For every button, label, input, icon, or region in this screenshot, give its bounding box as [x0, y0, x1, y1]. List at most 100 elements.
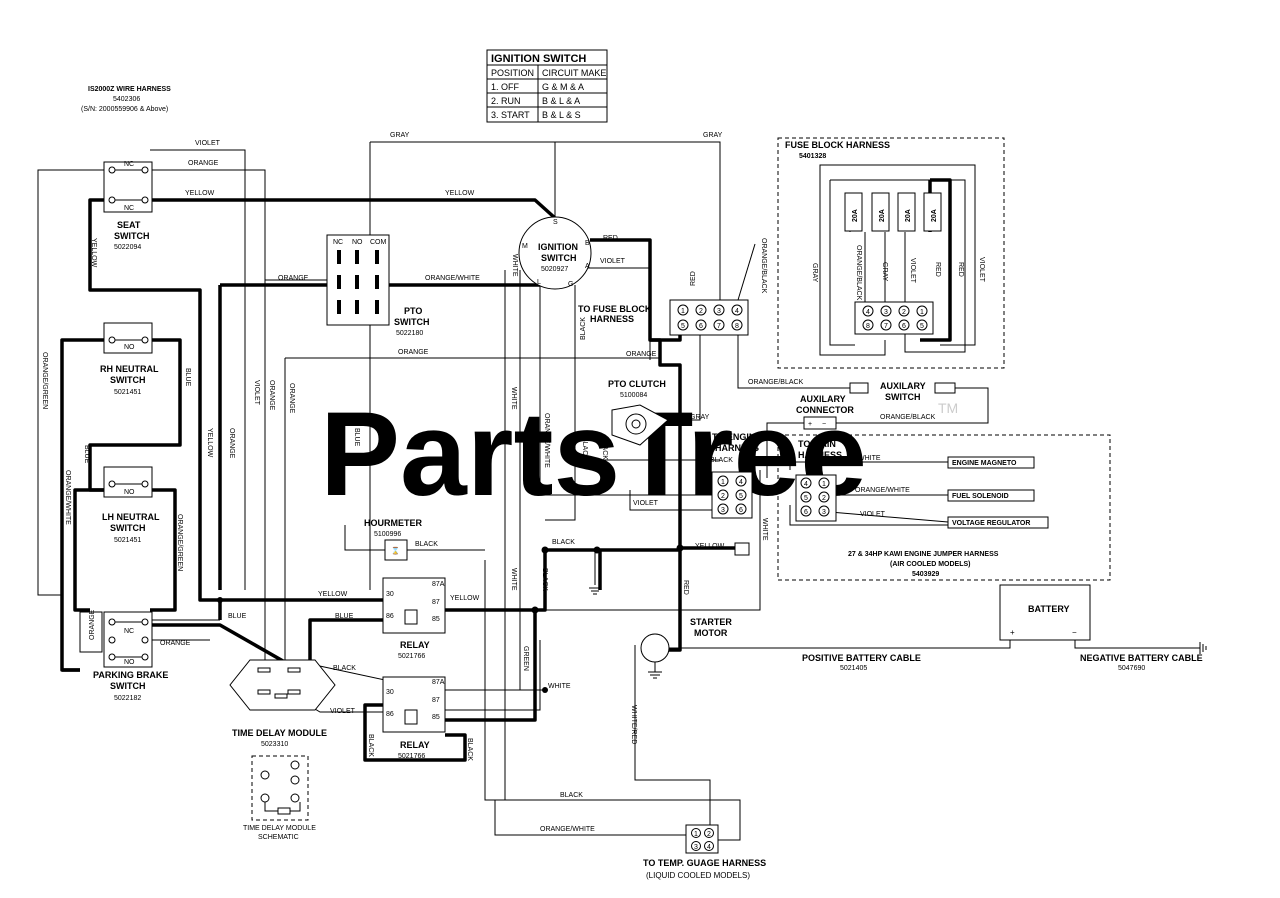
ignition-table: IGNITION SWITCH POSITION CIRCUIT MAKE 1.… — [486, 49, 608, 123]
wire-label: WHITE — [510, 387, 517, 410]
seat-switch: NC NC SEAT SWITCH 5022094 — [103, 161, 153, 251]
pin-5: 5 — [804, 495, 808, 502]
wire-label: YELLOW — [90, 238, 97, 268]
fuse-label: 20A — [931, 209, 938, 222]
pos-cable-part: 5021405 — [840, 665, 867, 672]
ignition-table-header-circuit: CIRCUIT MAKE — [542, 68, 606, 78]
wire-label: ORANGE — [288, 383, 295, 414]
wire-label: VIOLET — [600, 258, 626, 265]
pin-3: 3 — [694, 844, 698, 851]
relay-1: 30 87A 87 86 85 RELAY 5021766 — [382, 577, 446, 660]
wire-label: GRAY — [703, 132, 723, 139]
wire-label: ORANGE/WHITE — [855, 487, 910, 494]
ignition-switch: S B M A L G IGNITION SWITCH 5020927 — [518, 216, 592, 290]
time-delay-part: 5023310 — [261, 741, 288, 748]
pin-6: 6 — [699, 323, 703, 330]
pin-2: 2 — [707, 831, 711, 838]
aux-connector-name: AUXILARY — [800, 394, 846, 404]
no-label: NO — [124, 344, 135, 351]
term-m: M — [522, 243, 528, 250]
pin-4: 4 — [707, 844, 711, 851]
svg-text:⌛: ⌛ — [391, 546, 400, 555]
relay-pin: 87 — [432, 697, 440, 704]
relay-pin: 85 — [432, 714, 440, 721]
parking-brake-name: PARKING BRAKE — [93, 670, 168, 680]
fuse-label: 20A — [879, 209, 886, 222]
neg-cable-part: 5047690 — [1118, 665, 1145, 672]
wire-label: RED — [934, 262, 941, 277]
pto-switch-name2: SWITCH — [394, 317, 430, 327]
wire-label: VIOLET — [195, 140, 221, 147]
pin: 7 — [884, 323, 888, 330]
ignition-table-cell: 2. RUN — [491, 96, 521, 106]
wire-label: WHITE/RED — [630, 705, 637, 744]
wire-label: BLACK — [581, 437, 588, 460]
pin-6: 6 — [739, 507, 743, 514]
relay-pin: 30 — [386, 591, 394, 598]
temp-gauge-connector: 1 2 3 4 TO TEMP. GUAGE HARNESS (LIQUID C… — [643, 824, 766, 880]
nc-label: NC — [333, 239, 343, 246]
wire-label: BLACK — [541, 568, 548, 591]
wire-label: ORANGE — [188, 160, 219, 167]
voltage-regulator: VOLTAGE REGULATOR — [952, 520, 1030, 527]
relay-pin: 87 — [432, 599, 440, 606]
time-delay-schematic: TIME DELAY MODULE SCHEMATIC — [243, 755, 316, 841]
relay-pin: 87A — [432, 679, 445, 686]
wire-label: VIOLET — [330, 708, 356, 715]
pin-2: 2 — [822, 495, 826, 502]
hourmeter-name: HOURMETER — [364, 518, 422, 528]
ignition-table-cell: B & L & A — [542, 96, 580, 106]
wire-label: ORANGE/WHITE — [64, 470, 71, 525]
pin-2: 2 — [721, 493, 725, 500]
hourmeter-part: 5100996 — [374, 531, 401, 538]
lh-neutral-name: LH NEUTRAL — [102, 512, 160, 522]
pin-1: 1 — [721, 479, 725, 486]
wire-label: ORANGE — [228, 428, 235, 459]
jumper-title: 27 & 34HP KAWI ENGINE JUMPER HARNESS — [848, 551, 999, 558]
ignition-name: IGNITION — [538, 242, 578, 252]
wire-label: YELLOW — [318, 591, 348, 598]
term-g: G — [568, 281, 573, 288]
pin-5: 5 — [681, 323, 685, 330]
lh-neutral-switch: NO LH NEUTRAL SWITCH 5021451 — [102, 466, 160, 544]
wire-label: RED — [957, 262, 964, 277]
relay-2-part: 5021766 — [398, 753, 425, 760]
wire-label: RED — [603, 235, 618, 242]
parking-brake-part: 5022182 — [114, 695, 141, 702]
wire-label: YELLOW — [695, 543, 725, 550]
wire-label: YELLOW — [450, 595, 480, 602]
minus-sign: − — [822, 421, 826, 428]
term-l: L — [537, 279, 541, 286]
wire-label: VIOLET — [860, 511, 886, 518]
wire-label: ORANGE/WHITE — [540, 826, 595, 833]
wire-label: WHITE — [510, 568, 517, 591]
wire-label: BLACK — [580, 317, 587, 340]
schematic-name: TIME DELAY MODULE — [243, 825, 316, 832]
ignition-table-title: IGNITION SWITCH — [491, 53, 586, 65]
pin-1: 1 — [822, 481, 826, 488]
term-a: A — [585, 263, 590, 270]
to-engine-label: TO ENGINE — [712, 432, 761, 442]
pto-clutch-part: 5100084 — [620, 392, 647, 399]
pin: 4 — [866, 309, 870, 316]
wire-label: WHITE — [548, 683, 571, 690]
pin-4: 4 — [739, 479, 743, 486]
pin-1: 1 — [694, 831, 698, 838]
wire-label: ORANGE/GREEN — [176, 514, 183, 571]
relay-2: 30 87A 87 86 85 RELAY 5021766 — [382, 676, 446, 760]
watermark-tm: TM — [938, 400, 958, 416]
wire-label: BLUE — [353, 428, 360, 447]
starter-motor: STARTER MOTOR — [640, 542, 750, 679]
seat-switch-part: 5022094 — [114, 244, 141, 251]
wire-label: ORANGE/BLACK — [760, 238, 767, 294]
pto-clutch: PTO CLUTCH 5100084 — [608, 379, 669, 446]
fuse-block-connector: 1 2 3 4 5 6 7 8 TO FUSE BLOCK HARNESS — [578, 299, 749, 336]
pin: 8 — [866, 323, 870, 330]
temp-gauge-sublabel: (LIQUID COOLED MODELS) — [646, 871, 750, 880]
harness-sn: (S/N: 2000559906 & Above) — [81, 106, 168, 113]
watermark: PartsTree — [320, 387, 867, 521]
wire-label: WHITE — [858, 455, 881, 462]
fuse-block-part: 5401328 — [799, 153, 826, 160]
to-main-harness: HARNESS — [798, 450, 842, 460]
lh-neutral-name2: SWITCH — [110, 523, 146, 533]
